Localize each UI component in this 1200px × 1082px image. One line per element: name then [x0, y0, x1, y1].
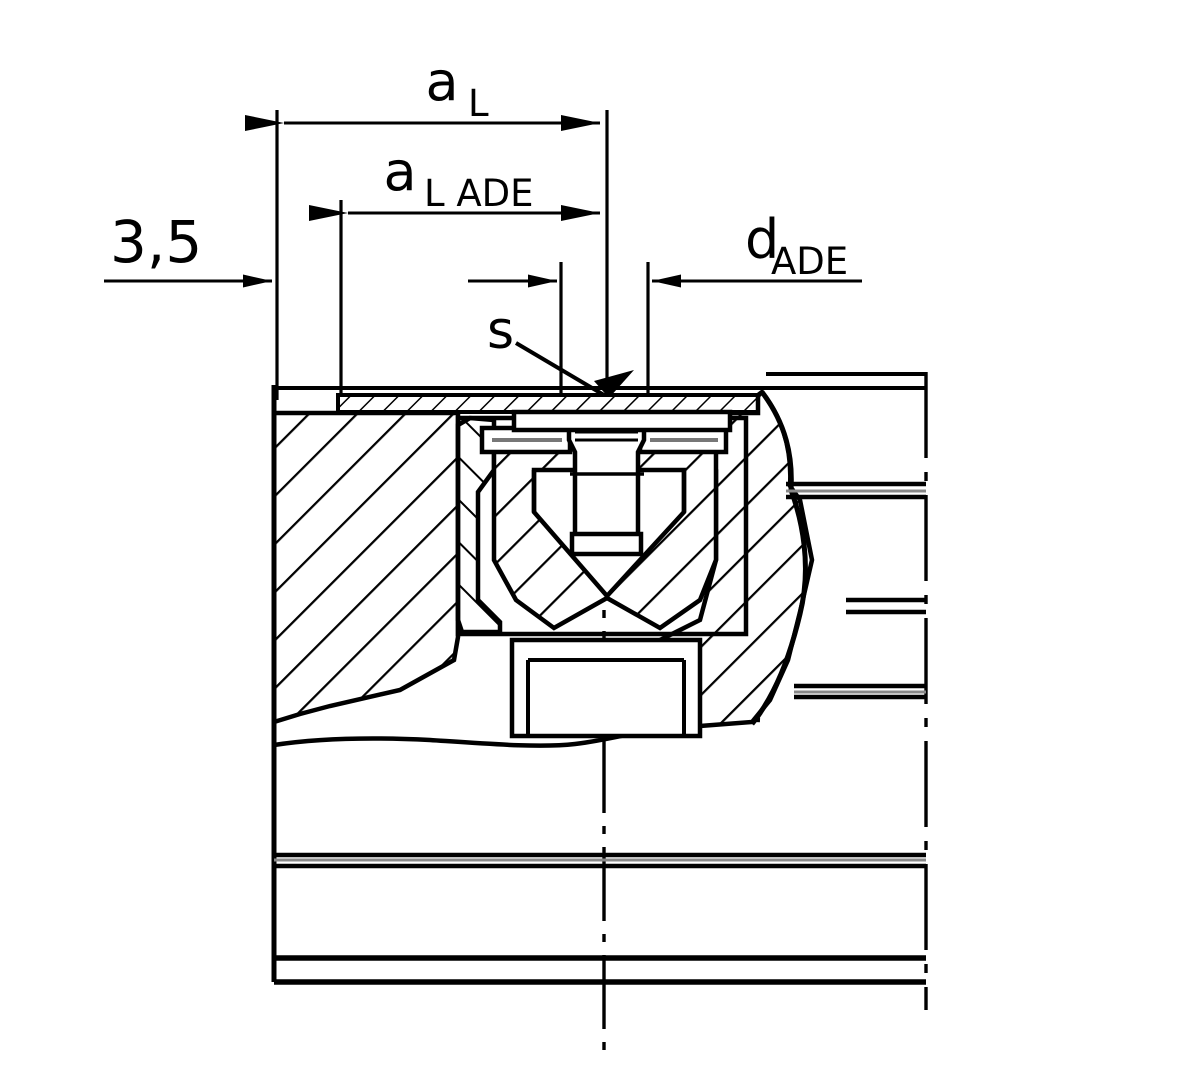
bolt-nut-foot [569, 531, 644, 557]
dimension-label-d-ade: d [745, 208, 779, 271]
dimension-label-a-l-ade: a [383, 140, 416, 203]
main-section-body [271, 386, 926, 748]
outer-shell-lines [766, 372, 926, 700]
top-cover-plate [336, 393, 760, 414]
dimension-label-three-five: 3,5 [110, 208, 202, 276]
lower-boss [509, 637, 703, 739]
right-outer-break-contour [750, 390, 808, 726]
dimension-three-five: 3,5 [104, 208, 272, 288]
dimension-label-d-ade-subscript: ADE [771, 240, 848, 283]
dimension-label-a-l: a [425, 50, 458, 113]
callout-label-s: s [487, 301, 514, 361]
housing-left-block [271, 410, 461, 726]
dimension-d-ade: d ADE [468, 208, 862, 400]
callout-arrowhead-s [594, 370, 634, 398]
dimension-a-l-ade: a L ADE [309, 140, 600, 400]
lower-unsectioned-region [271, 385, 926, 985]
dimension-a-l: a L [245, 50, 609, 400]
dimension-label-a-l-ade-subscript: L ADE [424, 172, 534, 215]
bearing-retainer-plate [511, 409, 733, 433]
dimension-label-a-l-subscript: L [468, 82, 489, 125]
